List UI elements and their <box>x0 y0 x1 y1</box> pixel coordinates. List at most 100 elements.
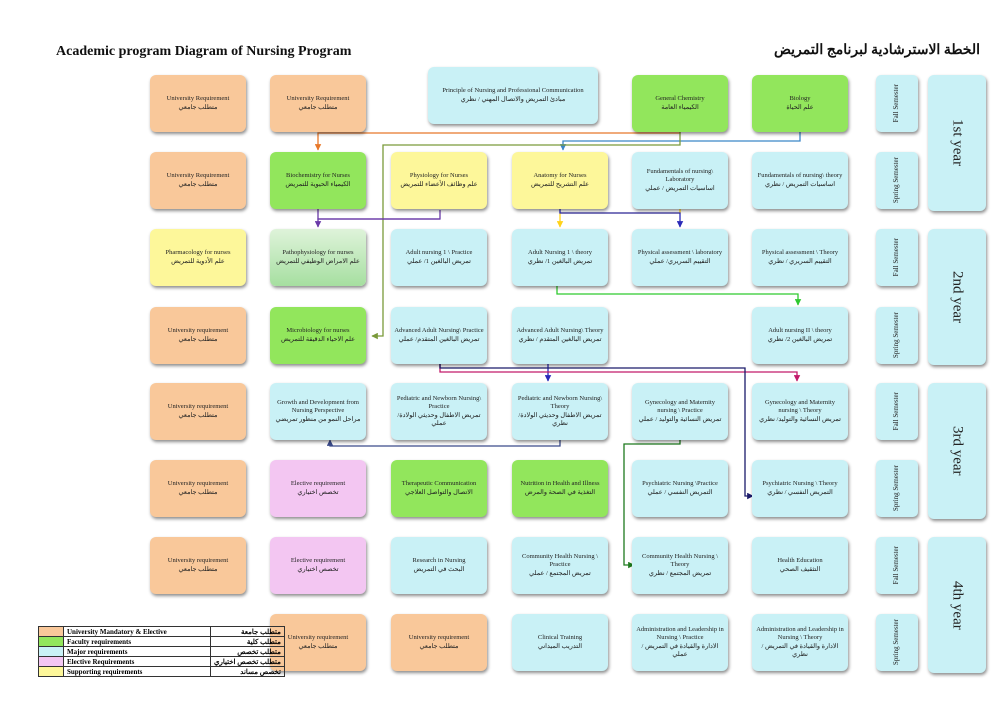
course-title: Biology <box>789 95 811 103</box>
course-elective-requirement[interactable]: Elective requirement تخصص اختياري <box>270 460 366 517</box>
course-administration-theory[interactable]: Administration and Leadership in Nursing… <box>752 614 848 671</box>
course-adult-nursing-2-theory[interactable]: Adult nursing II \ theory تمريض البالغين… <box>752 307 848 364</box>
course-title-arabic: تمريض الاطفال وحديثي الولادة/ عملي <box>397 411 481 427</box>
arrow-biochemistry-to-pathophysiology <box>317 208 441 220</box>
course-gynecology-theory[interactable]: Gynecology and Maternity nursing \ Theor… <box>752 383 848 440</box>
course-university-requirement[interactable]: University requirement متطلب جامعي <box>150 383 246 440</box>
semester-text: Spring Semester <box>892 619 901 666</box>
course-title-arabic: التقييم السريري / نظري <box>768 257 832 265</box>
arrow-chemistry-to-biochemistry <box>314 130 681 151</box>
course-title-arabic: تمريض البالغين المتقدم/ عملي <box>398 335 480 343</box>
semester-text: Fall Semester <box>892 238 901 277</box>
course-adult-nursing-1-practice[interactable]: Adult nursing 1 \ Practice تمريض البالغي… <box>391 229 487 286</box>
course-title: Health Education <box>777 557 823 565</box>
course-title: Growth and Development from Nursing Pers… <box>277 399 359 415</box>
course-title-arabic: الادارة والقيادة في التمريض / نظري <box>761 642 839 658</box>
course-title: University requirement <box>167 403 229 411</box>
legend-swatch <box>38 636 64 647</box>
course-general-chemistry[interactable]: General Chemistry الكيمياء العامة <box>632 75 728 132</box>
legend-row: Supporting requirements تخصص مساند <box>38 666 285 677</box>
course-nutrition[interactable]: Nutrition in Health and Illness التغذية … <box>512 460 608 517</box>
course-title-arabic: التمريض النفسي / نظري <box>767 488 833 496</box>
course-health-education[interactable]: Health Education التثقيف الصحي <box>752 537 848 594</box>
arrow-fundamentals-to-adult1 <box>556 208 681 228</box>
course-anatomy[interactable]: Anatomy for Nurses علم التشريح للتمريض <box>512 152 608 209</box>
course-university-requirement[interactable]: University requirement متطلب جامعي <box>150 307 246 364</box>
course-title-arabic: البحث في التمريض <box>413 565 465 573</box>
course-title: Community Health Nursing \ Theory <box>641 553 718 569</box>
course-psychiatric-theory[interactable]: Psychiatric Nursing \ Theory التمريض الن… <box>752 460 848 517</box>
course-clinical-training[interactable]: Clinical Training التدريب الميداني <box>512 614 608 671</box>
course-research-in-nursing[interactable]: Research in Nursing البحث في التمريض <box>391 537 487 594</box>
year-text: 2nd year <box>949 270 966 324</box>
course-title-arabic: علم الامراض الوظيفي للتمريض <box>276 257 360 265</box>
course-university-requirement[interactable]: University Requirement متطلب جامعي <box>270 75 366 132</box>
course-title-arabic: علم الحياة <box>786 103 814 111</box>
course-fundamentals-theory[interactable]: Fundamentals of nursing\ theory اساسيات … <box>752 152 848 209</box>
arrow-adult1-to-adult2 <box>556 286 802 306</box>
course-title: Adult Nursing 1 \ theory <box>528 249 592 257</box>
course-gynecology-practice[interactable]: Gynecology and Maternity nursing \ Pract… <box>632 383 728 440</box>
page-title-arabic: الخطة الاسترشادية لبرنامج التمريض <box>773 43 980 58</box>
course-adult-nursing-1-theory[interactable]: Adult Nursing 1 \ theory تمريض البالغين … <box>512 229 608 286</box>
semester-label: Spring Semester <box>876 307 918 364</box>
course-elective-requirement[interactable]: Elective requirement تخصص اختياري <box>270 537 366 594</box>
course-physiology[interactable]: Physiology for Nurses علم وظائف الأعضاء … <box>391 152 487 209</box>
legend-label-arabic: متطلب جامعة <box>210 626 285 637</box>
course-title-arabic: تمريض البالغين 1/ عملي <box>407 257 471 265</box>
course-community-health-practice[interactable]: Community Health Nursing \ Practice تمري… <box>512 537 608 594</box>
course-advanced-adult-theory[interactable]: Advanced Adult Nursing\ Theory تمريض الب… <box>512 307 608 364</box>
legend-swatch <box>38 646 64 657</box>
course-title-arabic: التثقيف الصحي <box>779 565 821 573</box>
course-title-arabic: علم الاحياء الدقيقة للتمريض <box>280 335 355 343</box>
semester-text: Fall Semester <box>892 546 901 585</box>
legend-row: Elective Requirements متطلب تخصص اختياري <box>38 656 285 667</box>
course-title: Gynecology and Maternity nursing \ Theor… <box>764 399 836 415</box>
course-growth-development[interactable]: Growth and Development from Nursing Pers… <box>270 383 366 440</box>
legend-label: Major requirements <box>63 646 211 657</box>
course-university-requirement[interactable]: University Requirement متطلب جامعي <box>150 75 246 132</box>
course-title-arabic: علم الأدوية للتمريض <box>171 257 225 265</box>
course-title-arabic: متطلب جامعي <box>178 103 218 111</box>
course-university-requirement[interactable]: University requirement متطلب جامعي <box>391 614 487 671</box>
course-community-health-theory[interactable]: Community Health Nursing \ Theory تمريض … <box>632 537 728 594</box>
course-psychiatric-practice[interactable]: Psychiatric Nursing \Practice التمريض ال… <box>632 460 728 517</box>
course-microbiology[interactable]: Microbiology for nurses علم الاحياء الدق… <box>270 307 366 364</box>
course-title-arabic: تمريض المجتمع / عملي <box>529 569 591 577</box>
course-university-requirement[interactable]: University Requirement متطلب جامعي <box>150 152 246 209</box>
course-title-arabic: تخصص اختياري <box>297 565 339 573</box>
course-title: Clinical Training <box>537 634 583 642</box>
course-university-requirement[interactable]: University requirement متطلب جامعي <box>150 537 246 594</box>
course-title: Pediatric and Newborn Nursing\ Theory <box>517 395 603 411</box>
course-title: Principle of Nursing and Professional Co… <box>442 87 584 95</box>
course-advanced-adult-practice[interactable]: Advanced Adult Nursing\ Practice تمريض ا… <box>391 307 487 364</box>
course-physical-assessment-theory[interactable]: Physical assessment \ Theory التقييم الس… <box>752 229 848 286</box>
course-physical-assessment-lab[interactable]: Physical assessment \ laboratory التقييم… <box>632 229 728 286</box>
course-title: University requirement <box>167 480 229 488</box>
course-biology[interactable]: Biology علم الحياة <box>752 75 848 132</box>
course-title-arabic: تمريض الاطفال وحديثي الولادة/ نظري <box>518 411 602 427</box>
course-pediatric-theory[interactable]: Pediatric and Newborn Nursing\ Theory تم… <box>512 383 608 440</box>
course-therapeutic-communication[interactable]: Therapeutic Communication الاتصال والتوا… <box>391 460 487 517</box>
course-title-arabic: مبادئ التمريض والاتصال المهني / نظري <box>460 95 566 103</box>
legend-row: Major requirements متطلب تخصص <box>38 646 285 657</box>
course-title: Anatomy for Nurses <box>533 172 587 180</box>
course-university-requirement[interactable]: University requirement متطلب جامعي <box>150 460 246 517</box>
course-fundamentals-lab[interactable]: Fundamentals of nursing\ Laboratory اساس… <box>632 152 728 209</box>
course-title: Advanced Adult Nursing\ Theory <box>516 327 604 335</box>
course-pathophysiology[interactable]: Pathophysiology for nurses علم الامراض ا… <box>270 229 366 286</box>
course-biochemistry[interactable]: Biochemistry for Nurses الكيمياء الحيوية… <box>270 152 366 209</box>
course-title: Fundamentals of nursing\ Laboratory <box>646 168 714 184</box>
course-pediatric-practice[interactable]: Pediatric and Newborn Nursing\ Practice … <box>391 383 487 440</box>
course-title-arabic: متطلب جامعي <box>178 488 218 496</box>
legend-label-arabic: تخصص مساند <box>210 666 285 677</box>
course-pharmacology[interactable]: Pharmacology for nurses علم الأدوية للتم… <box>150 229 246 286</box>
course-title: Physical assessment \ Theory <box>761 249 839 257</box>
course-university-requirement[interactable]: University requirement متطلب جامعي <box>270 614 366 671</box>
course-title: University Requirement <box>286 95 350 103</box>
semester-label: Spring Semester <box>876 460 918 517</box>
course-principle-of-nursing[interactable]: Principle of Nursing and Professional Co… <box>428 67 598 124</box>
course-title: Psychiatric Nursing \ Theory <box>762 480 838 488</box>
course-title: Biochemistry for Nurses <box>286 172 350 180</box>
course-administration-practice[interactable]: Administration and Leadership in Nursing… <box>632 614 728 671</box>
